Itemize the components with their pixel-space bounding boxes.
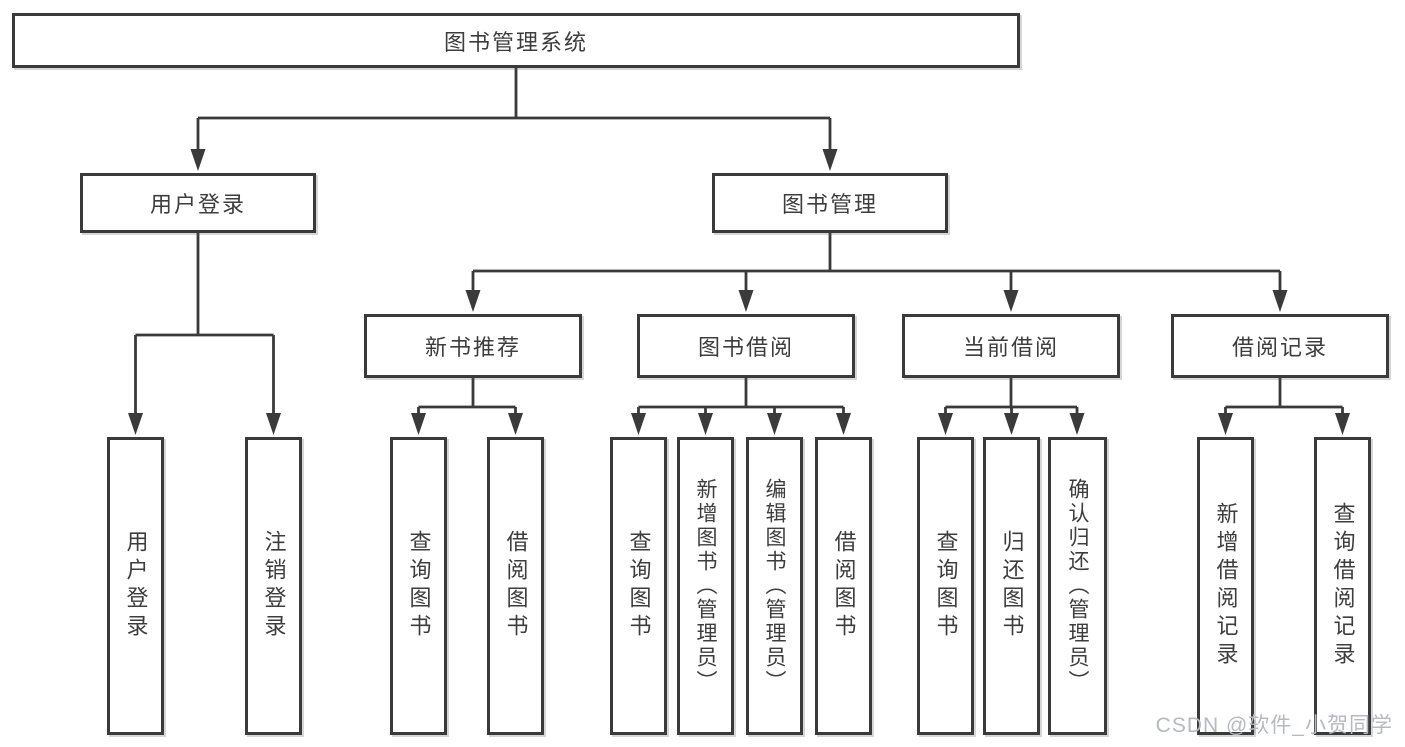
arrowhead-icon — [266, 413, 281, 435]
arrowhead-icon — [1218, 413, 1233, 435]
node-book-borrow: 图书借阅 — [637, 314, 855, 378]
node-label: 图书管理系统 — [443, 29, 588, 55]
connector-current-borrow-children — [938, 378, 1085, 435]
node-label: 新书推荐 — [424, 335, 521, 360]
node-label: 用户登录 — [123, 530, 149, 642]
node-label: 注销登录 — [261, 530, 287, 642]
leaf-query-books-recommend: 查询图书 — [390, 437, 447, 735]
arrowhead-icon — [938, 413, 953, 435]
node-current-borrow: 当前借阅 — [902, 314, 1120, 378]
arrowhead-icon — [190, 149, 206, 171]
connector-user-login-children — [128, 233, 281, 435]
arrowhead-icon — [411, 413, 426, 435]
node-label: 查询图书 — [406, 530, 432, 642]
leaf-borrow-books-recommend: 借阅图书 — [487, 437, 544, 735]
connector-book-mgmt-children — [465, 233, 1288, 312]
leaf-edit-book-admin: 编辑图书（管理员） — [746, 437, 803, 735]
node-label: 借阅记录 — [1231, 335, 1328, 360]
node-label: 当前借阅 — [962, 335, 1059, 360]
node-label: 用户登录 — [149, 192, 246, 217]
leaf-add-borrow-record: 新增借阅记录 — [1197, 437, 1254, 735]
connector-root-to-level2 — [190, 68, 838, 171]
node-label: 查询借阅记录 — [1330, 502, 1356, 670]
node-label: 借阅图书 — [503, 530, 529, 642]
arrowhead-icon — [738, 290, 754, 312]
csdn-watermark: CSDN @软件_小贺同学 — [1155, 714, 1393, 737]
node-label: 图书借阅 — [697, 335, 794, 360]
node-system-root: 图书管理系统 — [12, 13, 1020, 68]
node-label: 查询图书 — [626, 530, 652, 642]
node-label: 借阅图书 — [831, 530, 857, 642]
arrowhead-icon — [767, 413, 782, 435]
node-user-login: 用户登录 — [80, 173, 316, 233]
arrowhead-icon — [1069, 413, 1085, 435]
node-label: 新增借阅记录 — [1213, 502, 1239, 670]
leaf-confirm-return-admin: 确认归还（管理员） — [1048, 437, 1107, 735]
leaf-logout: 注销登录 — [245, 437, 302, 735]
leaf-borrow-book: 借阅图书 — [815, 437, 872, 735]
node-new-book-recommend: 新书推荐 — [364, 314, 582, 378]
arrowhead-icon — [698, 413, 713, 435]
arrowhead-icon — [1003, 290, 1019, 312]
leaf-add-book-admin: 新增图书（管理员） — [677, 437, 734, 735]
leaf-user-login: 用户登录 — [107, 437, 164, 735]
connector-new-books-children — [411, 378, 523, 435]
node-label: 确认归还（管理员） — [1066, 478, 1089, 694]
arrowhead-icon — [1272, 290, 1288, 312]
node-label: 编辑图书（管理员） — [763, 478, 786, 694]
leaf-query-borrow-record: 查询借阅记录 — [1314, 437, 1371, 735]
leaf-return-book: 归还图书 — [983, 437, 1040, 735]
node-label: 新增图书（管理员） — [694, 478, 717, 694]
node-borrow-records: 借阅记录 — [1171, 314, 1389, 378]
arrowhead-icon — [128, 413, 143, 435]
arrowhead-icon — [822, 149, 838, 171]
node-label: 查询图书 — [933, 530, 959, 642]
arrowhead-icon — [508, 413, 523, 435]
node-label: 归还图书 — [999, 530, 1025, 642]
connector-borrow-records-children — [1218, 378, 1350, 435]
leaf-query-books-current: 查询图书 — [917, 437, 974, 735]
leaf-query-books-borrow: 查询图书 — [610, 437, 667, 735]
arrowhead-icon — [465, 290, 481, 312]
arrowhead-icon — [836, 413, 851, 435]
node-book-management: 图书管理 — [712, 173, 948, 233]
node-label: 图书管理 — [781, 192, 878, 217]
arrowhead-icon — [631, 413, 646, 435]
arrowhead-icon — [1004, 413, 1019, 435]
arrowhead-icon — [1335, 413, 1350, 435]
connector-book-borrow-children — [631, 378, 851, 435]
